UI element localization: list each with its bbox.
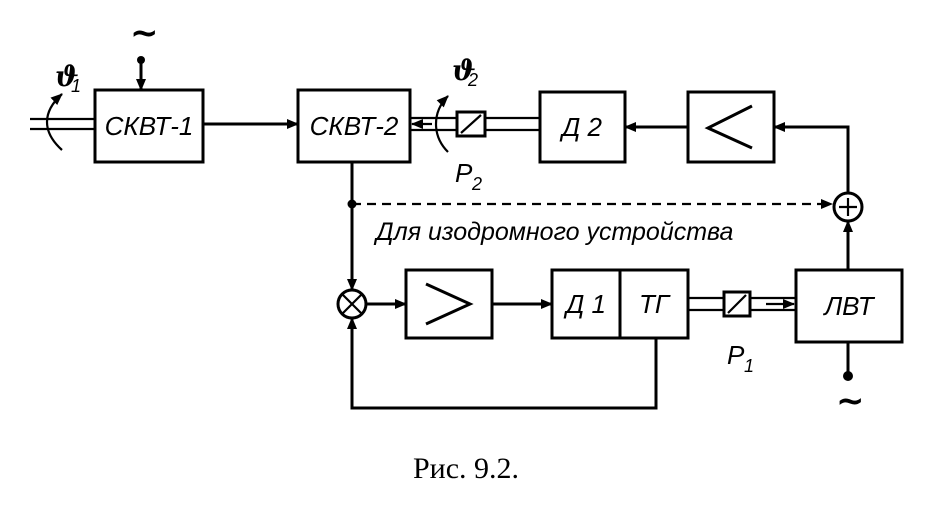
motor-d1-label: Д 1 [563,289,606,319]
p1-subscript: 1 [744,356,754,376]
p1-label: P [727,340,745,370]
skvt2-label: СКВТ-2 [310,111,399,141]
theta2-rotation-arc [435,95,449,153]
theta2-symbol: ϑ [452,54,476,87]
tachogenerator-block [618,268,690,340]
comparator-cross-2 [341,293,363,315]
amplifier-top-symbol [704,104,753,150]
skvt1-label: СКВТ-1 [105,111,194,141]
figure-caption: Рис. 9.2. [413,452,519,485]
sum-to-amp-top-line [773,122,850,193]
branch-node-skvt2 [347,199,357,209]
theta1-symbol: ϑ [55,60,79,93]
ac-supply-top-dot [137,56,145,64]
skvt2-block [296,88,412,164]
motor-d2-block [538,90,627,164]
ac-supply-bottom: ~ [836,381,865,421]
amplifier-bottom-symbol [425,282,474,326]
amplifier-bottom-block [404,268,494,340]
theta1-rotation-arc [46,93,63,151]
motor-d1-block [550,268,622,340]
lvt-label: ЛВТ [822,291,875,321]
p2-label: P [455,158,473,188]
skvt1-block [93,88,205,164]
motor-d2-label: Д 2 [559,112,603,142]
theta1-subscript: 1 [71,76,81,96]
ac-supply-bottom-dot [843,371,853,381]
tg-feedback-line [347,317,658,410]
isodromic-note: Для изодромного устройства [373,218,734,246]
ac-supply-top: ~ [130,13,159,53]
gearbox-p1-slash [727,294,747,314]
amplifier-top-block [686,90,776,164]
tachogenerator-label: ТГ [639,289,671,319]
gearbox-p2-slash [460,114,482,134]
theta2-subscript: 2 [467,70,478,90]
p2-subscript: 2 [471,174,482,194]
